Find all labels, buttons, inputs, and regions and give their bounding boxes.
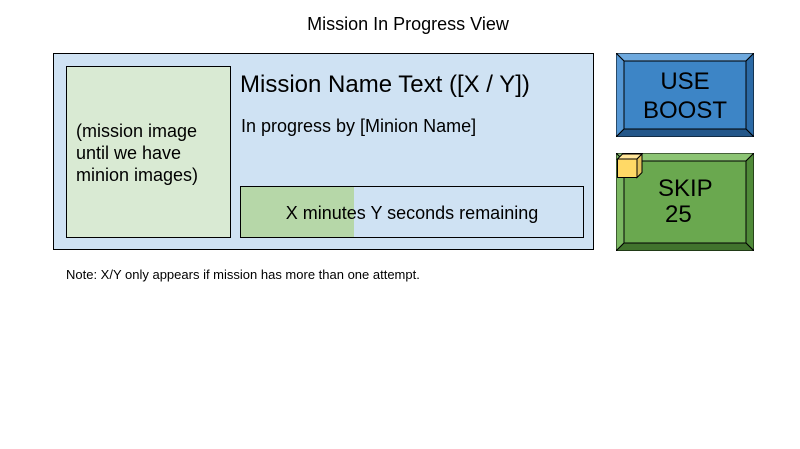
- mission-progress-bar: X minutes Y seconds remaining: [240, 186, 584, 238]
- mission-card: (mission image until we have minion imag…: [53, 53, 594, 250]
- skip-button[interactable]: SKIP 25: [616, 153, 754, 251]
- use-boost-label: USE BOOST: [642, 68, 727, 124]
- gold-cube-icon: [616, 153, 644, 179]
- mission-image-label: (mission image until we have minion imag…: [76, 121, 199, 185]
- skip-bevel: [616, 153, 754, 251]
- mission-time-remaining: X minutes Y seconds remaining: [285, 203, 539, 223]
- mission-progress-by: In progress by [Minion Name]: [241, 116, 477, 136]
- use-boost-button[interactable]: USE BOOST: [616, 53, 754, 137]
- skip-cost: 25: [665, 201, 692, 228]
- mission-name: Mission Name Text ([X / Y]): [240, 71, 530, 98]
- mission-image-placeholder: (mission image until we have minion imag…: [66, 66, 231, 238]
- note-text: Note: X/Y only appears if mission has mo…: [66, 267, 420, 282]
- skip-label: SKIP: [658, 175, 713, 202]
- mission-progress-fill: [241, 187, 354, 237]
- page-title: Mission In Progress View: [307, 14, 509, 34]
- use-boost-bevel: [616, 53, 754, 137]
